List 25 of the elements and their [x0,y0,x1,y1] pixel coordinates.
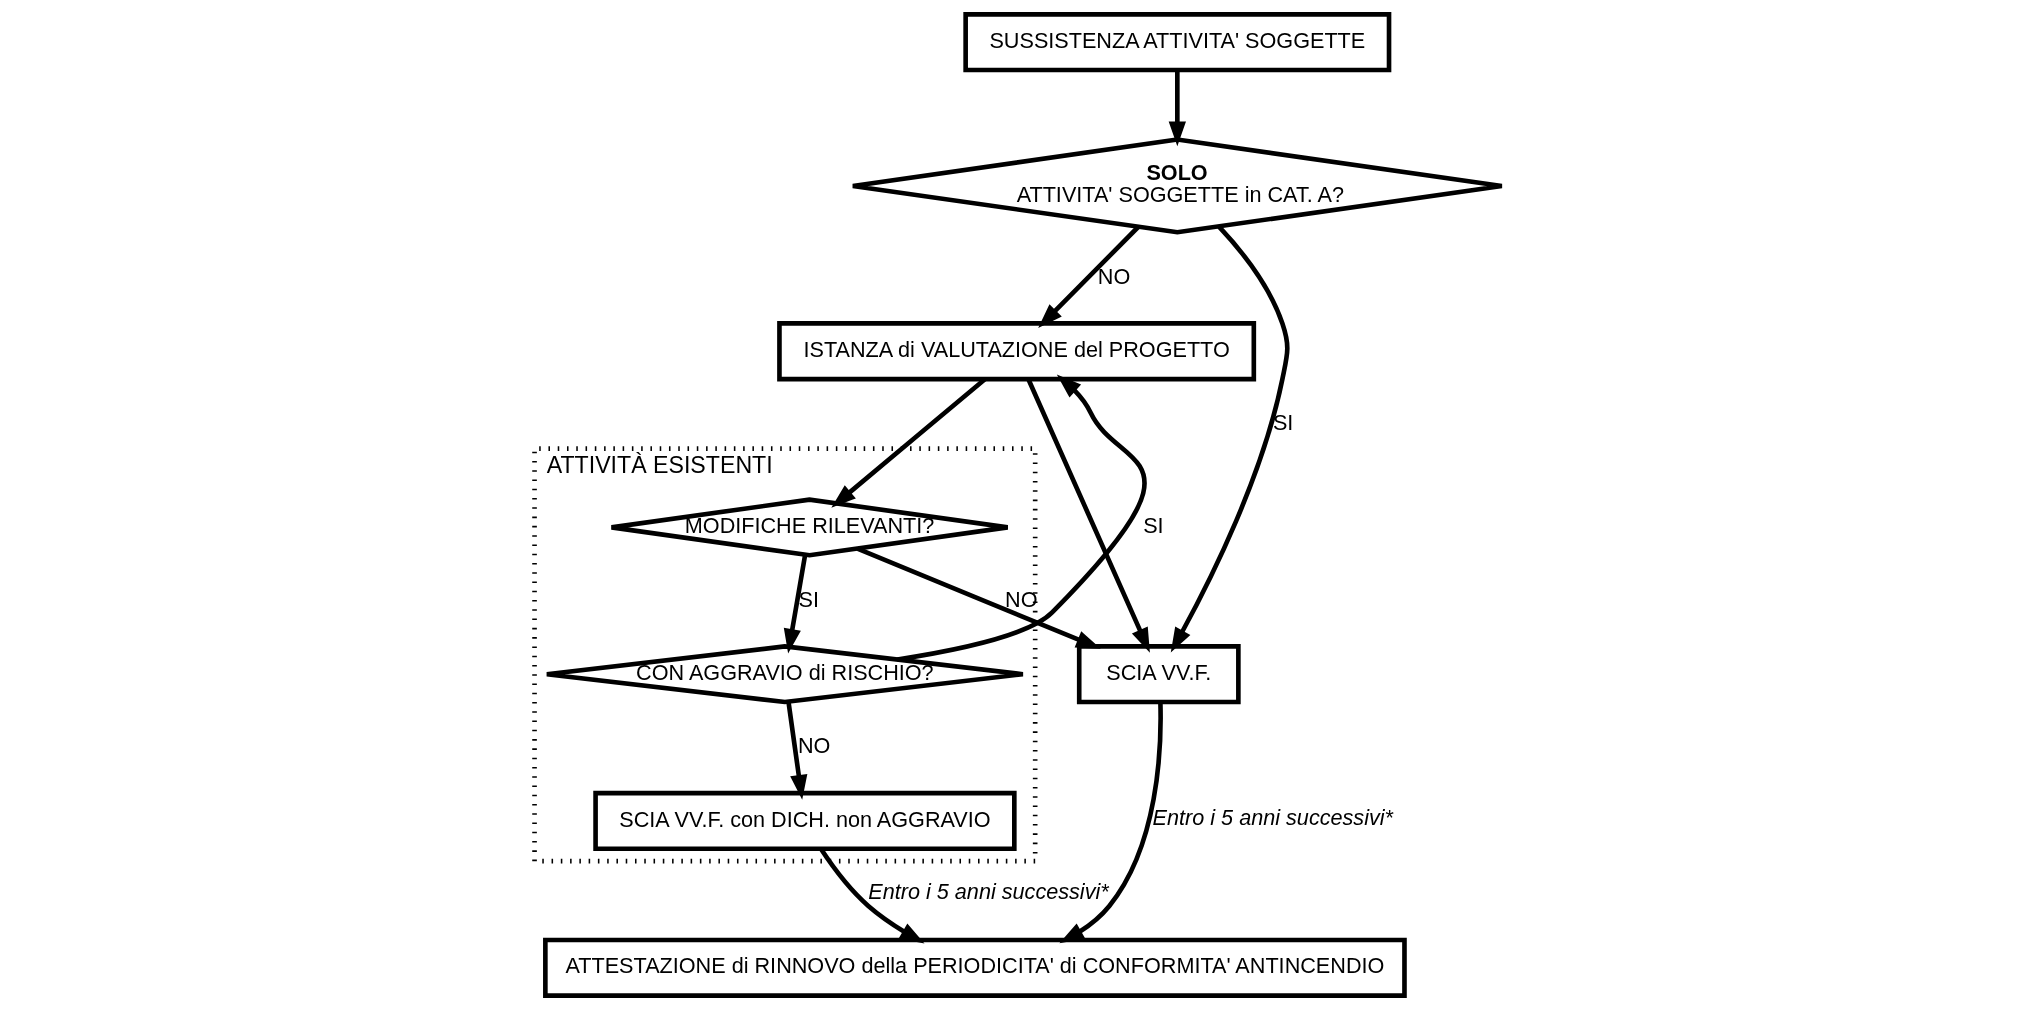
node-diamond: MODIFICHE RILEVANTI? [609,497,1010,558]
arrow [1168,70,1186,147]
edge-label: NO [798,733,831,759]
arrow [786,701,808,800]
node-box: SCIA VV.F. [1076,644,1241,705]
arrow [1026,378,1150,653]
node-box: ATTESTAZIONE di RINNOVO della PERIODICITA' di CONFORMITA' ANTINCENDIO [543,937,1407,998]
node-box: ISTANZA di VALUTAZIONE del PROGETTO [777,321,1257,382]
arrow [856,546,1101,649]
edge-label: NO [1005,586,1038,612]
edge-label: SI [1272,410,1294,436]
arrow [1038,225,1141,328]
arrow [897,374,1147,662]
edge-label: NO [1097,263,1131,289]
edge-label: Entro i 5 anni successivi* [868,878,1109,904]
edge-label: Entro i 5 anni successivi* [1152,805,1393,831]
node-box: SCIA VV.F. con DICH. non AGGRAVIO [593,790,1017,852]
node-box: SUSSISTENZA ATTIVITA' SOGGETTE [963,12,1392,73]
arrow [1059,702,1163,944]
node-diamond: SOLO ATTIVITA' SOGGETTE in CAT. A? [850,137,1505,235]
edge-label: SI [798,586,820,612]
arrow [1170,225,1290,653]
arrow [783,554,808,654]
edge-label: SI [1143,513,1164,539]
node-diamond: CON AGGRAVIO di RISCHIO? [544,644,1026,705]
